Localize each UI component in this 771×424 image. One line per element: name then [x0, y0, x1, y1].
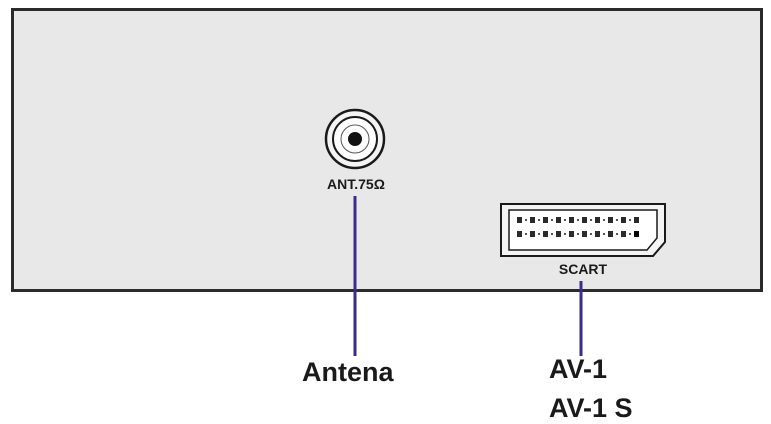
scart-pin [556, 231, 561, 237]
av1-callout-label: AV-1 [549, 354, 608, 384]
scart-pin [595, 231, 600, 237]
scart-pin [608, 217, 613, 223]
scart-pin-dot [603, 219, 605, 221]
scart-pin [634, 231, 639, 237]
scart-pin-dot [564, 219, 566, 221]
scart-pin [517, 231, 522, 237]
scart-pin-dot [629, 219, 631, 221]
scart-pin [621, 231, 626, 237]
scart-pin-dot [603, 233, 605, 235]
scart-pin-dot [577, 233, 579, 235]
scart-pin [530, 217, 535, 223]
scart-connector-icon [500, 203, 666, 257]
scart-pin-dot [577, 219, 579, 221]
scart-pin-dot [629, 233, 631, 235]
av1s-callout-label: AV-1 S [549, 393, 633, 423]
scart-pin-dot [538, 233, 540, 235]
scart-pin [582, 231, 587, 237]
scart-pin [543, 231, 548, 237]
antenna-jack-icon [324, 108, 386, 170]
scart-pin-dot [616, 219, 618, 221]
scart-pin-dot [616, 233, 618, 235]
scart-pin-dot [551, 219, 553, 221]
scart-pin [569, 217, 574, 223]
scart-pin-dot [525, 233, 527, 235]
scart-pin [621, 217, 626, 223]
scart-pin-dot [590, 233, 592, 235]
scart-pin-dot [564, 233, 566, 235]
scart-pin [543, 217, 548, 223]
scart-pin-grid [517, 217, 639, 237]
antenna-callout-label: Antena [302, 357, 394, 387]
scart-pin [517, 217, 522, 223]
scart-pin [530, 231, 535, 237]
scart-pin-dot [525, 219, 527, 221]
scart-pin [608, 231, 613, 237]
scart-pin [582, 217, 587, 223]
scart-pin [634, 217, 639, 223]
antenna-port-label: ANT.75Ω [327, 176, 385, 192]
scart-pin [556, 217, 561, 223]
scart-pin-dot [590, 219, 592, 221]
scart-pin-dot [551, 233, 553, 235]
scart-port-label: SCART [558, 261, 608, 277]
scart-pin-dot [538, 219, 540, 221]
scart-pin [569, 231, 574, 237]
scart-pin [595, 217, 600, 223]
